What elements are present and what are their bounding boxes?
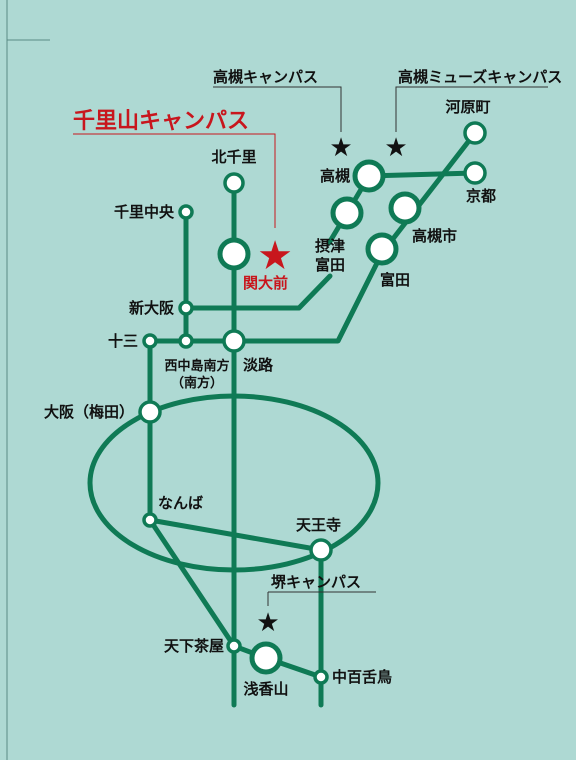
station-label-takatsuki-shi: 高槻市	[412, 227, 457, 245]
station-marker-osaka-umeda	[138, 400, 162, 424]
station-label-kawaramachi: 河原町	[445, 98, 490, 116]
takatsuki-muse-campus-label: 高槻ミューズキャンパス	[398, 68, 562, 86]
station-label-kandaimae: 関大前	[243, 274, 288, 292]
station-marker-takatsuki-shi	[388, 191, 422, 225]
station-markers	[138, 121, 487, 685]
station-marker-takatsuki	[352, 159, 386, 193]
station-marker-asakayama	[249, 641, 283, 675]
line-jr-kyoto	[366, 170, 478, 179]
station-marker-kawaramachi	[463, 121, 487, 145]
station-marker-senri-chuo	[178, 204, 194, 220]
sakai-campus-label: 堺キャンパス	[271, 573, 361, 591]
station-label-awaji: 淡路	[243, 356, 274, 374]
station-label-settsu-tonda: 富田	[315, 256, 345, 274]
station-marker-tennoji	[309, 538, 333, 562]
red-star-icon: ★	[257, 233, 293, 279]
senriyama-leader	[73, 133, 276, 228]
station-label-kyoto: 京都	[466, 187, 496, 205]
line-namba-tennoji	[147, 517, 324, 553]
station-label-tennoji: 天王寺	[296, 516, 341, 534]
station-marker-settsu-tonda	[330, 196, 364, 230]
takatsuki-campus-label: 高槻キャンパス	[213, 68, 318, 86]
station-marker-kandaimae	[217, 237, 251, 271]
station-label-asakayama: 浅香山	[243, 680, 288, 698]
line-shin-osaka	[183, 273, 333, 311]
station-marker-shin-osaka	[178, 300, 194, 316]
station-marker-namba	[142, 512, 158, 528]
station-label-kitasenri: 北千里	[211, 148, 256, 166]
line-nankai	[147, 517, 324, 680]
station-label-nishinakajima-sub: （南方）	[171, 375, 223, 391]
station-label-mozu: 中百舌鳥	[332, 668, 392, 686]
star-icon: ★	[329, 133, 352, 163]
takatsuki-leader	[213, 86, 342, 132]
star-icon: ★	[256, 608, 279, 638]
station-label-osaka-umeda: 大阪（梅田）	[44, 403, 134, 421]
station-label-namba: なんば	[158, 494, 203, 512]
station-label-settsu: 摂津	[315, 237, 345, 255]
station-marker-kitasenri	[223, 172, 245, 194]
station-label-juso: 十三	[108, 332, 138, 350]
station-marker-tonda	[365, 232, 399, 266]
star-icon: ★	[384, 133, 407, 163]
station-label-tengachaya: 天下茶屋	[164, 637, 224, 655]
station-label-takatsuki: 高槻	[320, 167, 350, 185]
takatsuki-muse-leader	[395, 86, 548, 132]
station-marker-mozu	[313, 669, 329, 685]
rail-lines	[147, 130, 478, 708]
station-marker-tengachaya	[226, 638, 242, 654]
station-marker-awaji	[222, 329, 246, 353]
station-label-senri-chuo: 千里中央	[114, 203, 175, 221]
station-marker-juso	[142, 333, 158, 349]
station-label-tonda: 富田	[380, 271, 410, 289]
station-label-shin-osaka: 新大阪	[129, 299, 175, 317]
station-marker-nishinakajima	[178, 333, 194, 349]
station-label-nishinakajima: 西中島南方	[164, 358, 229, 374]
senriyama-campus-label: 千里山キャンパス	[73, 109, 249, 134]
station-marker-kyoto	[463, 161, 487, 185]
